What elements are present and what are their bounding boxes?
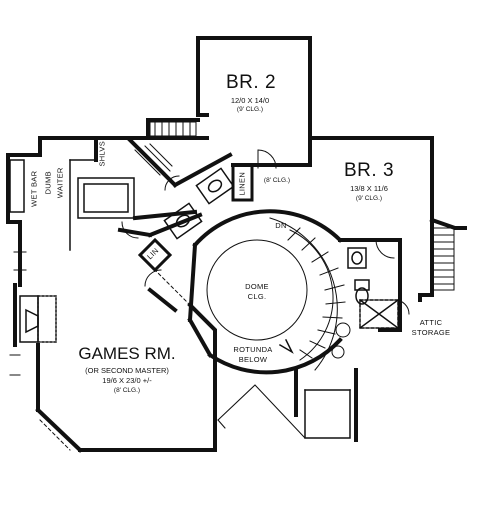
br3-dims: 13/8 X 11/6 xyxy=(350,184,388,193)
br2-ceiling: (9' CLG.) xyxy=(236,106,264,113)
closet-hatch xyxy=(149,121,197,137)
br3-ceiling: (9' CLG.) xyxy=(355,195,383,202)
br2-title: BR. 2 xyxy=(226,72,277,93)
shelf-hatch xyxy=(134,143,173,176)
bath-fixtures-right xyxy=(347,247,400,330)
games-subtitle: (OR SECOND MASTER) xyxy=(85,366,169,375)
games-dashed xyxy=(37,264,191,451)
br2-dims: 12/0 X 14/0 xyxy=(230,96,270,105)
corridor-walls xyxy=(117,152,233,238)
games-ceiling: (8' CLG.) xyxy=(113,387,141,394)
bath-block xyxy=(69,159,135,251)
hall-ceiling: (8' CLG.) xyxy=(263,177,291,184)
linen-closet xyxy=(231,163,254,202)
roof-lines xyxy=(217,384,306,439)
shelves-label: SHLVS xyxy=(97,140,107,167)
attic-stair xyxy=(431,227,455,291)
br2-walls xyxy=(196,36,434,197)
lower-right-thin xyxy=(304,389,351,439)
dumb-waiter-line2: WAITER xyxy=(55,167,65,199)
dome-line2: CLG. xyxy=(247,292,267,301)
games-room-walls xyxy=(13,238,217,453)
dome-circle xyxy=(206,239,308,341)
rotunda-line1: ROTUNDA xyxy=(233,345,273,354)
dome-line1: DOME xyxy=(245,282,269,291)
railing xyxy=(331,322,351,359)
fireplace xyxy=(19,295,57,343)
stair-arrow xyxy=(278,338,294,354)
wet-bar-walls xyxy=(6,136,98,242)
attic-line2: STORAGE xyxy=(411,328,451,337)
attic-line1: ATTIC xyxy=(419,318,443,327)
rotunda-line2: BELOW xyxy=(238,355,268,364)
wet-bar-label: WET BAR xyxy=(29,170,39,207)
edge-ticks xyxy=(9,251,27,376)
sink-fixtures xyxy=(163,167,235,240)
spiral-stair xyxy=(269,217,346,371)
stair-dn-label: DN xyxy=(275,221,287,230)
linen-label: LINEN xyxy=(237,171,247,196)
lower-right-walls xyxy=(294,368,358,442)
games-dims: 19/6 X 23/0 +/- xyxy=(102,376,152,385)
door-swings xyxy=(121,149,410,315)
br3-title: BR. 3 xyxy=(344,160,395,181)
games-title: GAMES RM. xyxy=(78,344,176,363)
dumb-waiter-line1: DUMB xyxy=(43,171,53,195)
